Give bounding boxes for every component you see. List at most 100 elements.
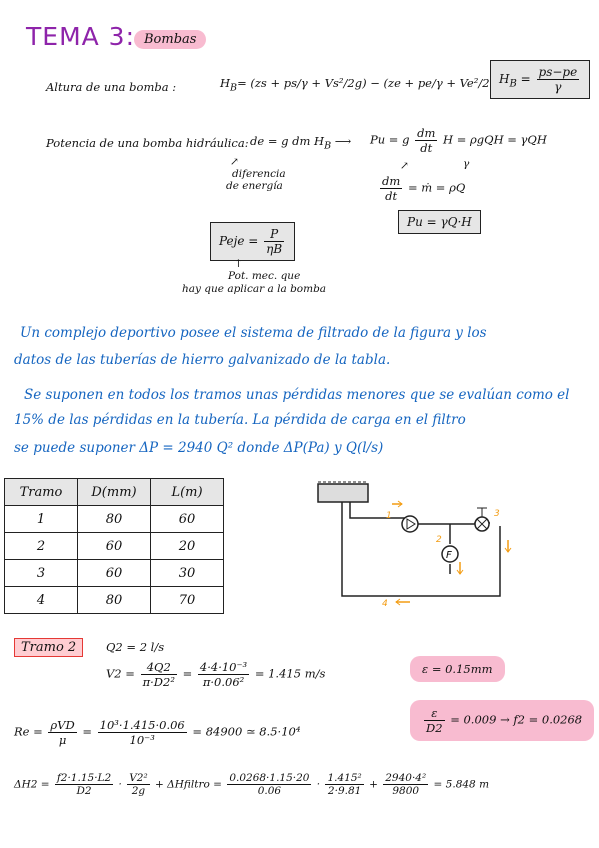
cell: 2 (4, 532, 78, 560)
dh-num-1: f2·1.15·L2 (54, 772, 114, 785)
dm-dt-fraction-2: dm dt (380, 174, 403, 203)
filter-icon (441, 545, 459, 563)
pipe-4 (341, 502, 501, 597)
dh-line: ΔH2 = f2·1.15·L2 D2 · V2² 2g + ΔHfiltro … (14, 772, 490, 797)
arrow-right-head (397, 500, 403, 508)
dh-num-5: 2940·4² (383, 772, 429, 785)
pump-triangle (406, 518, 416, 530)
pu-box: Pu = γQ·H (398, 210, 481, 234)
dm-num: dm (415, 126, 438, 141)
cell: 80 (77, 586, 151, 614)
dh-num-4: 1.415² (325, 772, 364, 785)
de-formula: de = g dm H (250, 134, 325, 148)
tramo2-badge: Tramo 2 (14, 638, 84, 657)
cell: 30 (150, 559, 224, 587)
header-d: D(mm) (77, 478, 151, 506)
label-3: 3 (494, 509, 500, 519)
table-row: 3 60 30 (4, 559, 224, 587)
eps-rel-den: D2 (426, 721, 443, 735)
valve-cross (476, 518, 488, 530)
arrow-up-icon-3: ↑ (234, 258, 243, 270)
hb-symbol: H (220, 76, 231, 90)
label-2: 2 (436, 535, 442, 545)
peje-box: Peje = P ηB (210, 222, 296, 261)
dh-frac-3: 0.0268·1.15·20 0.06 (227, 772, 312, 797)
de-energia-text: de energía (226, 180, 283, 192)
peje-fraction: P ηB (264, 227, 285, 256)
cell: 3 (4, 559, 78, 587)
cell: 70 (150, 586, 224, 614)
cell: 80 (77, 505, 151, 533)
peje-den: ηB (266, 242, 283, 256)
hb-chain: H = ρgQH = γQH (443, 132, 547, 147)
result-num: ps−pe (536, 65, 580, 80)
altura-label: Altura de una bomba : (46, 80, 177, 94)
re-num-2: 10³·1.415·0.06 (97, 718, 187, 733)
v2-den-2: π·0.06² (202, 675, 245, 689)
dm-dt-fraction: dm dt (415, 126, 438, 155)
pot-mec-1: Pot. mec. que (228, 270, 301, 282)
dh-den-3: 0.06 (257, 785, 282, 797)
re-den-2: 10⁻³ (129, 733, 155, 747)
cell: 60 (77, 532, 151, 560)
peje-num: P (264, 227, 285, 242)
dm-num-2: dm (380, 174, 403, 189)
cell: 60 (77, 559, 151, 587)
arrow-down-head-2 (504, 547, 512, 553)
table-header-row: Tramo D(mm) L(m) (4, 478, 224, 506)
potencia-pu: Pu = g dm dt H = ρgQH = γQH (370, 126, 547, 155)
title-text: TEMA 3: (26, 22, 136, 51)
dm-dt-rest: = ṁ = ρQ (407, 180, 466, 195)
v2-line: V2 = 4Q2 π·D2² = 4·4·10⁻³ π·0.06² = 1.41… (106, 660, 326, 689)
dh-num-3: 0.0268·1.15·20 (227, 772, 312, 785)
eps-highlight: ε = 0.15mm (410, 656, 505, 682)
re-result: = 84900 ≃ 8.5·10⁴ (192, 724, 301, 739)
dh-frac-2: V2² 2g (127, 772, 150, 797)
cell: 20 (150, 532, 224, 560)
dh-den-4: 2·9.81 (327, 785, 362, 797)
cell: 4 (4, 586, 78, 614)
re-frac-2: 10³·1.415·0.06 10⁻³ (97, 718, 187, 747)
filter-label: F (446, 550, 452, 561)
v2-lhs: V2 = (106, 666, 135, 681)
dh-result: = 5.848 m (433, 778, 490, 791)
pot-mec-2: hay que aplicar a la bomba (182, 283, 327, 295)
eps-rel-frac: ε D2 (424, 706, 445, 735)
altura-result-box: HB = ps−pe γ (490, 60, 591, 99)
v2-frac-2: 4·4·10⁻³ π·0.06² (197, 660, 250, 689)
result-den: γ (554, 80, 562, 94)
v2-num-2: 4·4·10⁻³ (197, 660, 250, 675)
page-title: TEMA 3: (26, 22, 135, 51)
label-1: 1 (386, 511, 392, 521)
peje-lhs: Peje = (219, 234, 259, 248)
eps-rel-val: = 0.009 → f2 = 0.0268 (450, 712, 583, 727)
re-lhs: Re = (14, 724, 43, 739)
v2-result: = 1.415 m/s (254, 666, 326, 681)
cell: 1 (4, 505, 78, 533)
dh-plus: + ΔHfiltro = (155, 778, 222, 791)
problem-line-1: Un complejo deportivo posee el sistema d… (20, 325, 487, 341)
re-num-1: ρVD (48, 718, 77, 733)
data-table-wrap: Tramo D(mm) L(m) 1 80 60 2 60 20 3 60 30… (4, 478, 224, 614)
v2-den-1: π·D2² (142, 675, 175, 689)
altura-formula: HB= (zs + ps/γ + Vs²/2g) − (ze + pe/γ + … (220, 76, 522, 94)
dh-den-2: 2g (131, 785, 146, 797)
subject-pill: Bombas (134, 30, 207, 49)
dt-den: dt (420, 141, 433, 155)
header-tramo: Tramo (4, 478, 78, 506)
arrow-up-icon: ↗ (230, 156, 239, 168)
q2-line: Q2 = 2 l/s (106, 640, 165, 654)
dh-frac-1: f2·1.15·L2 D2 (54, 772, 114, 797)
result-fraction: ps−pe γ (536, 65, 580, 94)
subject-text: Bombas (144, 32, 197, 47)
problem-line-4: 15% de las pérdidas en la tubería. La pé… (14, 412, 466, 428)
problem-line-5: se puede suponer ΔP = 2940 Q² donde ΔP(P… (14, 440, 384, 456)
arrow-up-icon-2: ↗ (400, 160, 409, 172)
pipe-1 (349, 502, 490, 525)
arrow-down-head (456, 569, 464, 575)
v2-num-1: 4Q2 (140, 660, 177, 675)
v2-frac-1: 4Q2 π·D2² (140, 660, 177, 689)
dh-lhs: ΔH2 = (14, 778, 50, 791)
problem-line-3: Se suponen en todos los tramos unas pérd… (24, 387, 570, 403)
re-line: Re = ρVD μ = 10³·1.415·0.06 10⁻³ = 84900… (14, 718, 301, 747)
